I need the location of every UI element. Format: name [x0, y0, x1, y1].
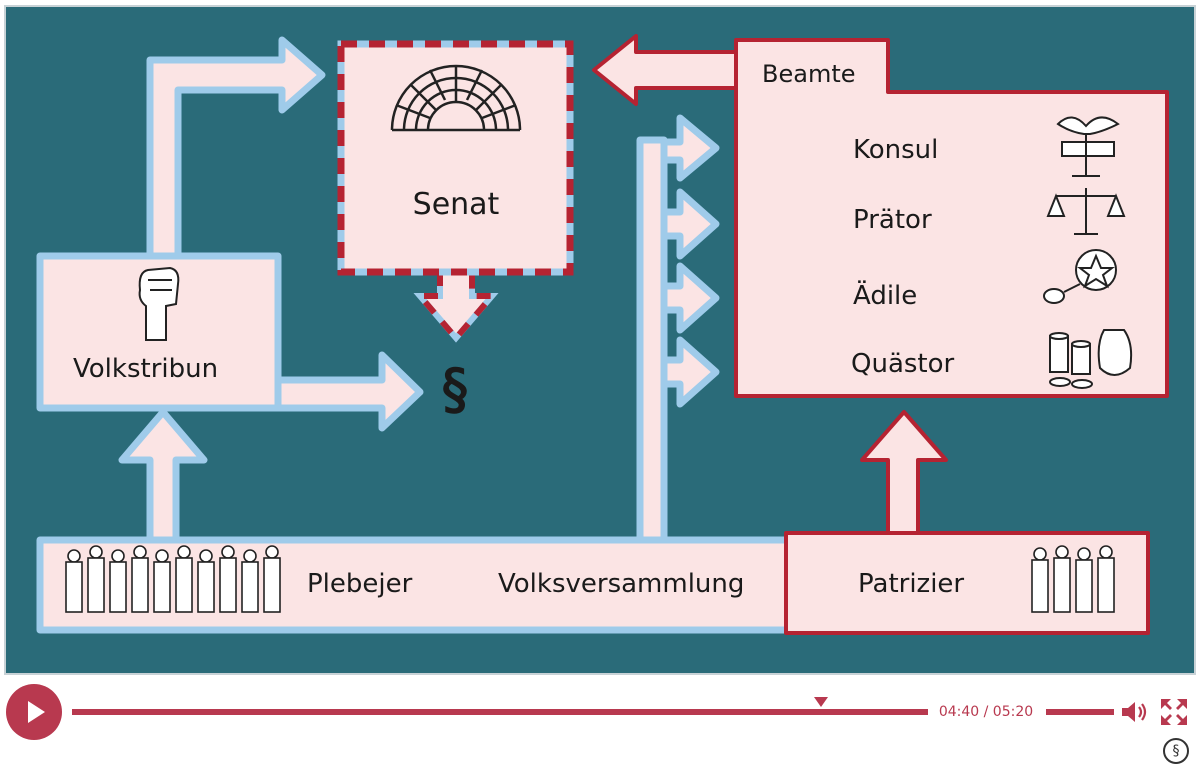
scales-icon	[1046, 188, 1126, 235]
patrizier-label: Patrizier	[858, 569, 964, 599]
fullscreen-icon[interactable]	[1160, 698, 1188, 726]
play-button[interactable]	[6, 684, 62, 740]
beamte-label: Beamte	[762, 60, 856, 88]
beamte-box	[734, 38, 1169, 398]
fist-icon	[138, 266, 180, 341]
shackles-icon	[1043, 249, 1117, 304]
volume-slider[interactable]	[1046, 709, 1114, 715]
arrow-vv-2	[660, 188, 720, 260]
section-icon[interactable]: §	[1163, 738, 1189, 764]
eagle-fasces-icon	[1056, 116, 1120, 177]
arrow-vv-1	[660, 114, 720, 182]
praetor-label: Prätor	[853, 205, 932, 235]
volksversammlung-riser	[636, 136, 668, 546]
volkstribun-label: Volkstribun	[73, 354, 218, 384]
volume-icon[interactable]	[1120, 698, 1150, 726]
law-symbol: §	[442, 358, 469, 421]
patrizier-box	[784, 531, 1150, 635]
arrow-vv-3	[660, 262, 720, 334]
arrow-plebejer-to-volkstribun	[118, 408, 208, 544]
arrow-vv-4	[660, 336, 720, 408]
progress-marker[interactable]	[814, 697, 828, 707]
volksversammlung-label: Volksversammlung	[498, 569, 744, 599]
play-icon	[28, 701, 45, 723]
crowd-icon	[65, 545, 281, 613]
time-display: 04:40 / 05:20	[938, 704, 1034, 720]
arrow-beamte-to-senat	[592, 34, 740, 106]
senat-group	[337, 40, 574, 343]
progress-bar[interactable]	[72, 709, 928, 715]
plebejer-label: Plebejer	[307, 569, 413, 599]
arrow-patrizier-to-beamte	[860, 410, 948, 536]
arrow-volkstribun-to-law	[266, 261, 424, 432]
coins-icon	[1049, 329, 1133, 389]
senat-label: Senat	[413, 187, 500, 222]
amphitheater-icon	[390, 64, 522, 132]
patricians-icon	[1031, 545, 1115, 613]
konsul-label: Konsul	[853, 135, 938, 165]
quaestor-label: Quästor	[851, 349, 955, 379]
aedile-label: Ädile	[853, 279, 917, 311]
arrow-volkstribun-to-senat	[146, 36, 326, 266]
patrician-flows	[592, 34, 1169, 635]
